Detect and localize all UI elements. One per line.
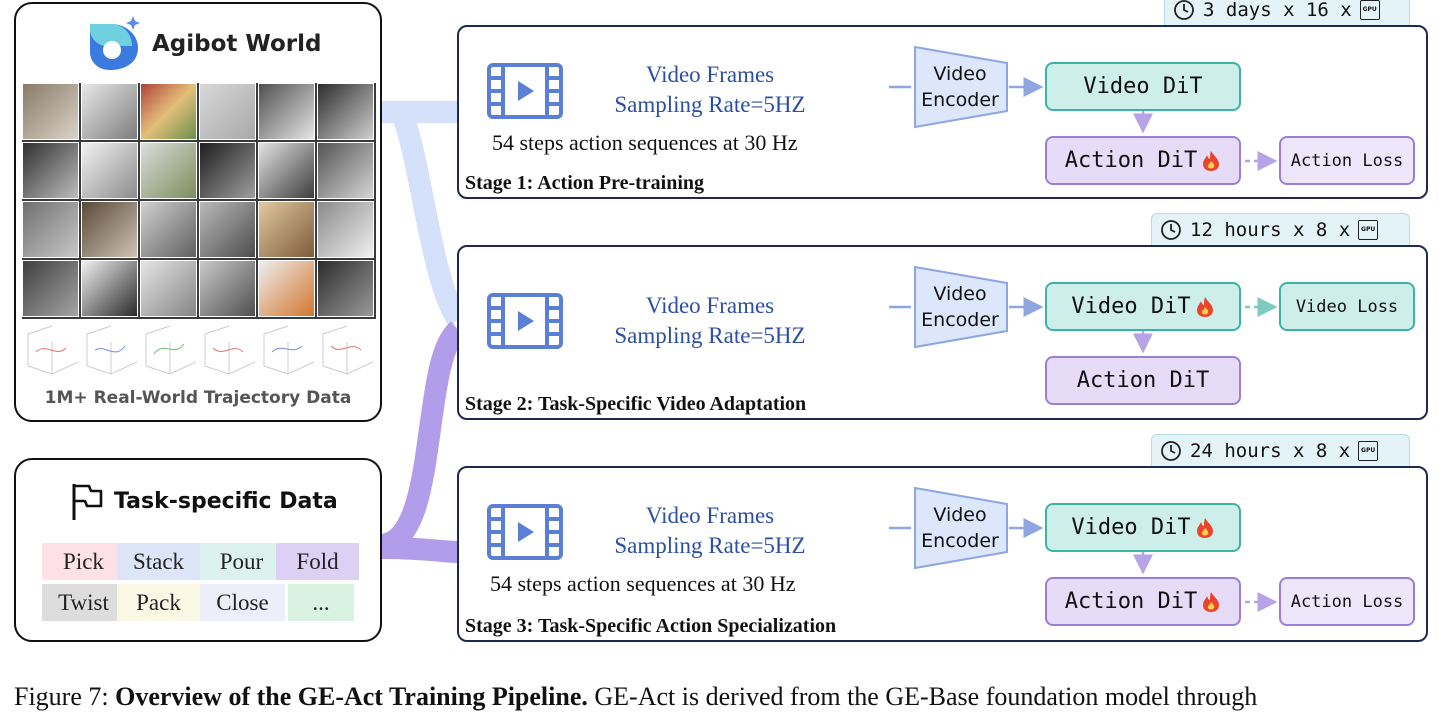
action-dit-box: Action DiT [1045, 356, 1241, 405]
encoder-line-2: Encoder [921, 309, 999, 331]
trajectory-plots [22, 322, 376, 378]
agibot-world-panel: Agibot World [14, 2, 382, 422]
task-tag-7: ... [288, 584, 354, 621]
fire-icon [1196, 296, 1213, 317]
task-tag-2: Pour [200, 543, 283, 580]
task-tag-3: Fold [276, 543, 359, 580]
stage-label: Stage 1: Action Pre-training [465, 172, 705, 194]
video-frames-icon [487, 504, 563, 560]
stage-label: Stage 3: Task-Specific Action Specializa… [465, 615, 837, 637]
task-tag-5: Pack [117, 584, 200, 621]
agibot-flow-ribbon [378, 100, 468, 327]
action-dit-label: Action DiT [1064, 589, 1198, 614]
frames-line-2: Sampling Rate=5HZ [614, 533, 806, 558]
loss-box: Video Loss [1279, 282, 1415, 331]
clock-icon [1161, 440, 1181, 461]
stage-2-timer: 12 hours x 8 x GPU [1151, 213, 1410, 245]
caption-prefix: Figure 7: [14, 682, 116, 711]
trajectory-plot-strip [27, 325, 374, 375]
loss-label: Action Loss [1290, 150, 1404, 171]
flag-icon [72, 484, 103, 520]
loss-label: Action Loss [1290, 591, 1404, 612]
frames-line-2: Sampling Rate=5HZ [614, 92, 806, 117]
stage-label: Stage 2: Task-Specific Video Adaptation [465, 393, 807, 415]
action-steps-label: 54 steps action sequences at 30 Hz [492, 130, 798, 155]
action-dit-label: Action DiT [1064, 148, 1198, 173]
gpu-chip-label: GPU [1361, 226, 1376, 233]
gpu-chip-icon: GPU [1359, 0, 1380, 20]
video-encoder-shape [914, 45, 1008, 129]
stage-arrows [889, 77, 1278, 171]
loss-label: Video Loss [1295, 296, 1399, 317]
figure-caption: Figure 7: Overview of the GE-Act Trainin… [14, 682, 1257, 712]
task-tag-4: Twist [42, 584, 125, 621]
frames-line-1: Video Frames [645, 293, 775, 318]
timer-text: 3 days x 16 x [1203, 0, 1352, 21]
frames-line-1: Video Frames [645, 62, 775, 87]
stage-3-timer: 24 hours x 8 x GPU [1151, 434, 1410, 466]
stage-1-timer: 3 days x 16 x GPU [1164, 0, 1410, 25]
action-dit-box: Action DiT [1045, 136, 1241, 185]
gpu-chip-icon: GPU [1358, 219, 1379, 240]
robot-video-grid [22, 83, 376, 319]
frames-line-1: Video Frames [645, 503, 775, 528]
task-tag-0: Pick [42, 543, 125, 580]
encoder-line-2: Encoder [921, 89, 999, 111]
gpu-chip-label: GPU [1362, 6, 1377, 13]
encoder-line-1: Video [933, 504, 987, 526]
loss-box: Action Loss [1279, 136, 1415, 185]
video-frames-icon [487, 293, 563, 349]
fire-icon [1203, 591, 1220, 612]
video-dit-label: Video DiT [1083, 74, 1203, 99]
encoder-line-1: Video [933, 63, 987, 85]
agibot-subtitle: 1M+ Real-World Trajectory Data [44, 388, 352, 408]
video-frames-icon [487, 63, 563, 119]
frames-line-2: Sampling Rate=5HZ [614, 323, 806, 348]
encoder-line-1: Video [933, 283, 987, 305]
video-dit-box: Video DiT [1045, 62, 1241, 111]
caption-bold: Overview of the GE-Act Training Pipeline… [115, 682, 588, 711]
gpu-chip-icon: GPU [1358, 440, 1379, 461]
action-steps-label: 54 steps action sequences at 30 Hz [490, 571, 796, 596]
video-dit-box: Video DiT [1045, 503, 1241, 552]
video-encoder-shape [914, 486, 1008, 570]
timer-text: 12 hours x 8 x [1190, 218, 1351, 241]
task-flow-ribbon [378, 321, 467, 563]
action-dit-box: Action DiT [1045, 577, 1241, 626]
stage-arrows [889, 518, 1278, 612]
fire-icon [1203, 150, 1220, 171]
task-data-title: Task-specific Data [114, 489, 338, 514]
clock-icon [1174, 0, 1194, 20]
video-encoder-shape [914, 265, 1008, 349]
clock-icon [1161, 219, 1181, 240]
agibot-title: Agibot World [152, 31, 322, 57]
video-dit-box: Video DiT [1045, 282, 1241, 331]
timer-text: 24 hours x 8 x [1190, 439, 1351, 462]
video-dit-label: Video DiT [1071, 294, 1191, 319]
stage-arrows [889, 297, 1278, 354]
video-dit-label: Video DiT [1071, 515, 1191, 540]
loss-box: Action Loss [1279, 577, 1415, 626]
caption-rest: GE-Act is derived from the GE-Base found… [587, 682, 1258, 711]
action-dit-label: Action DiT [1076, 368, 1210, 393]
fire-icon [1196, 517, 1213, 538]
task-tag-6: Close [200, 584, 285, 621]
encoder-line-2: Encoder [921, 530, 999, 552]
agibot-logo-icon [90, 16, 140, 70]
gpu-chip-label: GPU [1361, 447, 1376, 454]
task-tag-1: Stack [117, 543, 200, 580]
